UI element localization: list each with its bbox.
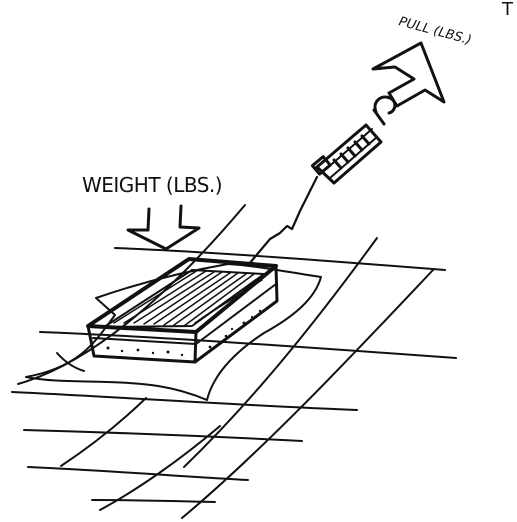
- tray-side-wall: [193, 264, 279, 364]
- pull-label: PULL (LBS.): [397, 14, 473, 48]
- tray-speckle: [106, 309, 262, 357]
- tray-hatching: [113, 269, 263, 327]
- grid-line-h2: [39, 331, 457, 359]
- cloth-fold: [56, 352, 85, 372]
- grid-line-h3: [11, 391, 358, 411]
- pull-arrow: [371, 41, 446, 108]
- weight-label: WEIGHT (LBS.): [82, 173, 222, 197]
- cloth-sheet: [25, 263, 322, 401]
- corner-mark: T: [501, 0, 514, 20]
- spring-scale: [310, 95, 397, 185]
- pull-cord: [247, 175, 319, 266]
- grid-line-h1: [114, 247, 446, 271]
- spring-scale-hook: [373, 95, 397, 115]
- grid-line-h6: [91, 499, 216, 503]
- grid-floor: [11, 204, 457, 519]
- tray-front-wall: [86, 324, 198, 364]
- grid-line-h4: [23, 429, 303, 442]
- spring-scale-end-cap: [310, 155, 332, 176]
- grid-line-h5: [27, 466, 249, 481]
- grid-line-v4: [60, 397, 147, 467]
- grid-line-v5: [99, 425, 221, 511]
- cloth-outline: [25, 263, 322, 401]
- weight-arrow: [126, 204, 201, 251]
- tray-inner-line: [92, 283, 277, 345]
- spring-scale-body: [315, 123, 383, 185]
- grid-line-v2: [183, 237, 378, 468]
- tray-inner-rim: [103, 269, 265, 328]
- grid-line-v3: [181, 269, 434, 519]
- weighted-tray: [86, 257, 279, 364]
